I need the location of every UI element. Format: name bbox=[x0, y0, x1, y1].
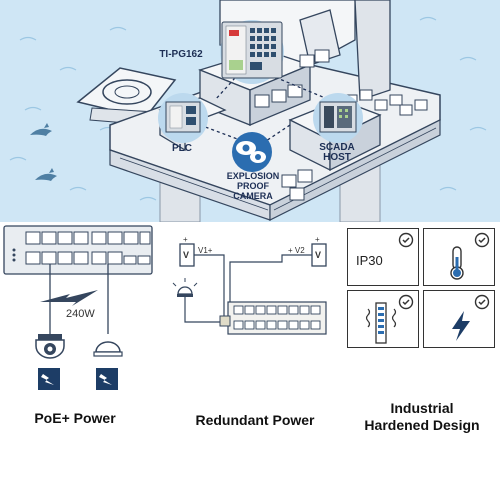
ip-rating-label: IP30 bbox=[356, 253, 383, 268]
check-circle-icon bbox=[474, 232, 490, 248]
industrial-panel: IP30 Industrial Hardened Design bbox=[344, 222, 500, 442]
switch-callout bbox=[220, 20, 284, 84]
thermometer-icon bbox=[450, 246, 464, 280]
poe-diagram bbox=[3, 225, 153, 390]
redundant-power-caption: Redundant Power bbox=[195, 412, 315, 428]
lightning-icon bbox=[40, 290, 98, 306]
plc-callout bbox=[158, 93, 208, 143]
svg-text:+: + bbox=[315, 235, 320, 244]
explosion-proof-camera-label: EXPLOSION PROOF CAMERA bbox=[226, 171, 280, 201]
helipad bbox=[76, 67, 177, 126]
poe-panel: 240W PoE+ Power bbox=[0, 222, 165, 442]
platform-scene: TI-PG162 PLC SCADA HOST EXPLOSION PROOF … bbox=[0, 0, 500, 223]
redundant-power-panel: + + V1+ + V2 V V Redundant Power bbox=[170, 222, 340, 442]
camera-callout bbox=[232, 132, 272, 172]
check-circle-icon bbox=[398, 232, 414, 248]
v1-label: V1+ bbox=[198, 246, 213, 255]
alarm-light-icon bbox=[172, 278, 198, 297]
redundant-power-diagram: + + bbox=[172, 235, 327, 335]
v1-symbol: V bbox=[183, 250, 190, 260]
plc-label: PLC bbox=[172, 143, 192, 154]
dolphin-icons bbox=[30, 123, 57, 181]
redundant-switch bbox=[227, 301, 327, 335]
temperature-box bbox=[423, 228, 495, 286]
din-rail-box bbox=[347, 290, 419, 348]
wave-marks bbox=[9, 16, 487, 201]
ip-rating-box: IP30 bbox=[347, 228, 419, 286]
switch-model-label: TI-PG162 bbox=[159, 49, 203, 60]
industrial-caption: Industrial Hardened Design bbox=[364, 400, 480, 433]
lightning-bolt-icon bbox=[452, 311, 470, 341]
ceiling-sensor-icon bbox=[93, 341, 123, 357]
din-rail-icon bbox=[365, 302, 397, 344]
poe-caption: PoE+ Power bbox=[34, 410, 116, 426]
poe-wattage-label: 240W bbox=[66, 308, 95, 320]
check-circle-icon bbox=[398, 294, 414, 310]
v2-label: + V2 bbox=[288, 246, 305, 255]
svg-text:+: + bbox=[183, 235, 188, 244]
surge-protection-box bbox=[423, 290, 495, 348]
dome-camera-icon bbox=[35, 334, 65, 359]
check-circle-icon bbox=[474, 294, 490, 310]
v2-symbol: V bbox=[315, 250, 322, 260]
scada-host-label: SCADA HOST bbox=[319, 142, 355, 163]
power-tile-icon bbox=[38, 368, 118, 390]
scada-callout bbox=[313, 93, 363, 143]
platform-illustration bbox=[0, 0, 500, 223]
